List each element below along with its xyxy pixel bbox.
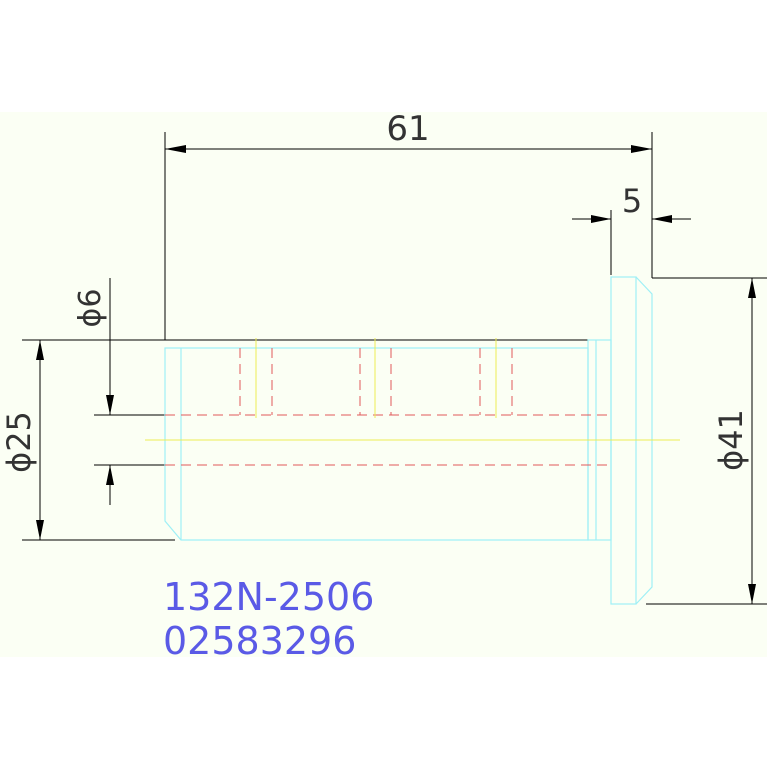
arrowhead-right [652, 215, 672, 223]
dimension-text-hole-diameter: ϕ6 [73, 289, 108, 328]
arrowhead-down [748, 584, 756, 604]
arrowhead-right [631, 145, 652, 153]
dimension-text-shaft-diameter: ϕ25 [0, 411, 38, 473]
drawing-number-label: 02583296 [163, 619, 356, 663]
arrowhead-up [748, 278, 756, 298]
drawing-background [0, 112, 767, 657]
arrowhead-down [36, 520, 44, 540]
arrowhead-up [106, 465, 114, 485]
part-number-label: 132N-2506 [163, 575, 374, 619]
arrowhead-down [106, 395, 114, 415]
arrowhead-up [36, 340, 44, 360]
hidden-lines [165, 348, 611, 466]
dimension-shaft-diameter [22, 339, 588, 541]
dimension-text-flange-diameter: ϕ41 [712, 409, 750, 471]
arrowhead-left [165, 145, 186, 153]
dimension-flange-diameter [646, 277, 767, 605]
center-lines [145, 338, 680, 441]
arrowhead-left [591, 215, 611, 223]
dimension-text-flange-thickness: 5 [622, 182, 642, 220]
dimension-overall-length [164, 132, 653, 340]
dimension-text-overall-length: 61 [386, 109, 429, 149]
